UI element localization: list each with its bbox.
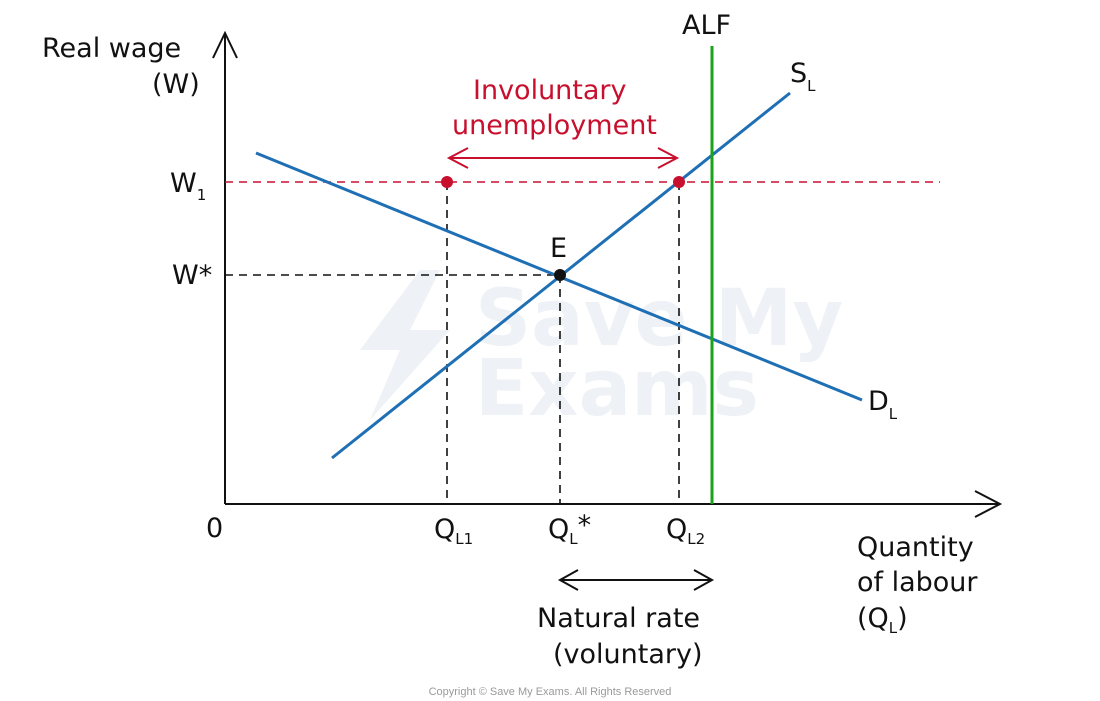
natural-rate-label-line2: (voluntary)	[553, 639, 703, 670]
natural-rate-label-line1: Natural rate	[537, 603, 700, 634]
x-axis-label-line1: Quantity	[857, 532, 974, 563]
supply-label: SL	[790, 58, 816, 95]
demand-label: DL	[868, 386, 898, 423]
involuntary-arrow	[446, 147, 680, 169]
natural-arrow-left-head-icon	[557, 569, 579, 591]
involuntary-arrow-left-head-icon	[446, 147, 469, 169]
involuntary-arrow-right-head-icon	[657, 147, 680, 169]
y-axis-label-line2: (W)	[152, 69, 200, 100]
watermark-bolt-icon	[360, 270, 450, 420]
equilibrium-point	[554, 269, 566, 281]
qlstar-label: QL*	[548, 510, 591, 548]
involuntary-label-line1: Involuntary	[473, 75, 627, 106]
ql2-w1-point	[673, 176, 685, 188]
ql1-w1-point	[441, 176, 453, 188]
x-axis-label-line2: of labour	[857, 567, 978, 598]
ql2-label: QL2	[666, 514, 705, 548]
involuntary-label-line2: unemployment	[452, 110, 657, 141]
guide-lines	[225, 181, 940, 504]
x-axis-arrowhead-icon	[974, 490, 1003, 518]
alf-label: ALF	[682, 10, 731, 41]
natural-rate-arrow	[557, 569, 715, 591]
y-axis-label-line1: Real wage	[42, 33, 181, 64]
wstar-label: W*	[172, 260, 212, 291]
natural-arrow-right-head-icon	[693, 569, 715, 591]
watermark-line2: Exams	[475, 344, 759, 434]
y-axis-arrowhead-icon	[212, 30, 238, 59]
axes	[212, 30, 1003, 518]
equilibrium-label: E	[550, 233, 567, 264]
copyright-text: Copyright © Save My Exams. All Rights Re…	[429, 686, 672, 698]
x-axis-label-line3: (QL)	[857, 603, 908, 637]
watermark-line1: Save My	[475, 274, 843, 364]
w1-label: W1	[170, 168, 206, 204]
ql1-label: QL1	[434, 514, 473, 548]
origin-label: 0	[206, 513, 223, 544]
